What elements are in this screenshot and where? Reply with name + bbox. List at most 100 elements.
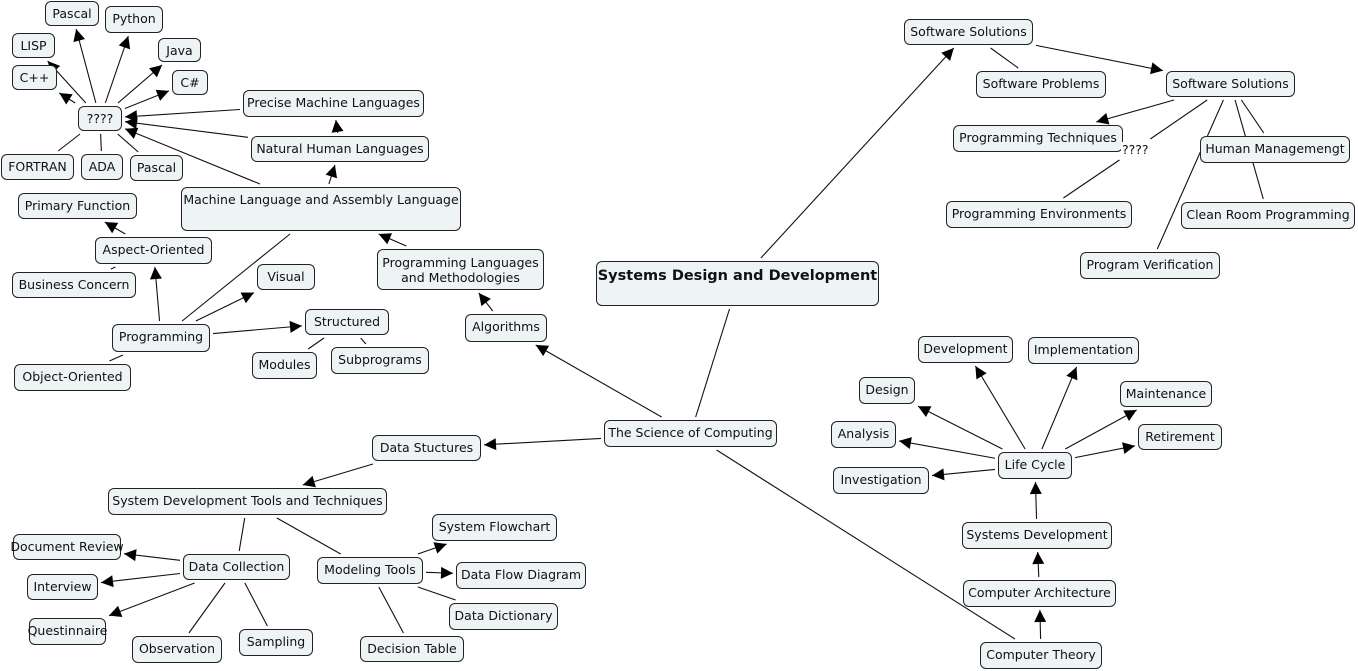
node-implementation[interactable]: Implementation — [1028, 337, 1139, 364]
node-precise-machine-languages[interactable]: Precise Machine Languages — [243, 90, 424, 117]
arrowhead-icon — [918, 406, 932, 417]
connection-line — [302, 463, 374, 486]
arrowhead-icon — [975, 366, 987, 380]
node-questionnaire[interactable]: Questinnaire — [28, 618, 107, 645]
connection-line — [124, 108, 241, 118]
connection-line — [695, 308, 731, 418]
node-java[interactable]: Java — [158, 38, 201, 62]
arrowhead-icon — [535, 345, 550, 357]
arrowhead-icon — [932, 468, 945, 481]
arrowhead-icon — [118, 36, 131, 50]
node-system-development-tools-and-techniques[interactable]: System Development Tools and Techniques — [108, 488, 387, 515]
arrowhead-icon — [73, 29, 86, 43]
node-computer-theory[interactable]: Computer Theory — [980, 642, 1102, 669]
node-software-solutions-2[interactable]: Software Solutions — [1166, 71, 1295, 97]
connection-line — [1064, 409, 1137, 450]
node-document-review[interactable]: Document Review — [10, 534, 124, 560]
arrowhead-icon — [125, 117, 138, 130]
node-maintenance[interactable]: Maintenance — [1120, 381, 1212, 407]
node-science-of-computing[interactable]: The Science of Computing — [604, 420, 777, 447]
node-interview[interactable]: Interview — [27, 574, 98, 600]
node-sampling[interactable]: Sampling — [239, 629, 313, 656]
node-natural-human-languages[interactable]: Natural Human Languages — [251, 136, 429, 162]
node-csharp[interactable]: C# — [172, 70, 208, 95]
node-clean-room-programming[interactable]: Clean Room Programming — [1181, 202, 1355, 229]
node-unknown-languages[interactable]: ???? — [78, 106, 122, 131]
arrowhead-icon — [941, 48, 954, 61]
node-lisp[interactable]: LISP — [12, 33, 55, 58]
connection-line — [100, 133, 102, 152]
node-data-flow-diagram[interactable]: Data Flow Diagram — [456, 562, 586, 589]
node-software-solutions-1[interactable]: Software Solutions — [904, 19, 1033, 45]
node-software-problems[interactable]: Software Problems — [976, 71, 1106, 98]
arrowhead-icon — [1123, 410, 1137, 422]
arrowhead-icon — [101, 575, 114, 588]
connection-line — [483, 437, 602, 446]
node-development[interactable]: Development — [918, 336, 1013, 363]
node-structured[interactable]: Structured — [305, 309, 389, 335]
arrowhead-icon — [302, 475, 316, 488]
arrowhead-icon — [155, 89, 169, 101]
connection-line — [307, 337, 325, 350]
node-analysis[interactable]: Analysis — [831, 421, 896, 448]
node-program-verification[interactable]: Program Verification — [1080, 252, 1220, 279]
node-programming-environments[interactable]: Programming Environments — [946, 201, 1132, 228]
node-machine-and-assembly-language[interactable]: Machine Language and Assembly Language — [181, 187, 461, 231]
node-programming-techniques[interactable]: Programming Techniques — [953, 125, 1123, 152]
node-modeling-tools[interactable]: Modeling Tools — [317, 557, 423, 584]
node-primary-function[interactable]: Primary Function — [18, 193, 137, 219]
node-decision-table[interactable]: Decision Table — [360, 636, 464, 662]
node-algorithms[interactable]: Algorithms — [465, 314, 547, 342]
node-human-management[interactable]: Human Managemengt — [1200, 136, 1350, 163]
node-computer-architecture[interactable]: Computer Architecture — [963, 580, 1116, 607]
node-python[interactable]: Python — [105, 6, 163, 33]
node-system-flowchart[interactable]: System Flowchart — [432, 514, 557, 541]
node-ada[interactable]: ADA — [81, 154, 123, 180]
node-systems-development[interactable]: Systems Development — [962, 522, 1112, 549]
node-systems-design-and-development[interactable]: Systems Design and Development — [596, 261, 879, 306]
connection-line — [100, 572, 181, 584]
connection-line — [212, 325, 303, 335]
connection-line — [1063, 159, 1120, 199]
connection-line — [760, 47, 955, 259]
connection-line — [109, 354, 124, 362]
node-fortran[interactable]: FORTRAN — [1, 154, 74, 180]
node-subprograms[interactable]: Subprograms — [331, 347, 429, 374]
arrowhead-icon — [1029, 482, 1042, 495]
node-visual[interactable]: Visual — [257, 264, 315, 290]
node-business-concern[interactable]: Business Concern — [12, 272, 136, 298]
node-cpp[interactable]: C++ — [12, 65, 57, 90]
arrowhead-icon — [149, 65, 163, 78]
node-modules[interactable]: Modules — [252, 352, 317, 379]
arrowhead-icon — [289, 320, 302, 333]
connection-line — [974, 365, 1026, 450]
connection-line — [990, 47, 1019, 69]
node-data-structures[interactable]: Data Stuctures — [372, 435, 481, 461]
arrowhead-icon — [478, 293, 491, 307]
arrowhead-icon — [899, 437, 912, 449]
node-life-cycle[interactable]: Life Cycle — [998, 452, 1072, 479]
node-programming[interactable]: Programming — [112, 324, 210, 352]
node-data-collection[interactable]: Data Collection — [183, 554, 290, 580]
connection-line — [1041, 366, 1078, 450]
node-aspect-oriented[interactable]: Aspect-Oriented — [95, 237, 212, 264]
connection-line — [110, 266, 116, 270]
connection-line — [360, 337, 367, 345]
arrowhead-icon — [59, 93, 73, 105]
connection-line — [238, 517, 246, 552]
node-observation[interactable]: Observation — [132, 636, 222, 663]
connection-line — [1035, 44, 1164, 72]
node-design[interactable]: Design — [859, 377, 915, 404]
node-programming-languages-and-methodologies[interactable]: Programming Languages and Methodologies — [377, 249, 544, 290]
node-pascal-top[interactable]: Pascal — [45, 1, 99, 26]
arrowhead-icon — [484, 438, 497, 451]
arrowhead-icon — [378, 233, 393, 245]
node-retirement[interactable]: Retirement — [1138, 424, 1222, 450]
node-object-oriented[interactable]: Object-Oriented — [14, 364, 131, 391]
node-pascal-bottom[interactable]: Pascal — [130, 155, 183, 181]
node-data-dictionary[interactable]: Data Dictionary — [449, 603, 558, 630]
arrowhead-icon — [331, 120, 344, 133]
node-investigation[interactable]: Investigation — [833, 467, 929, 494]
arrowhead-icon — [240, 292, 254, 304]
